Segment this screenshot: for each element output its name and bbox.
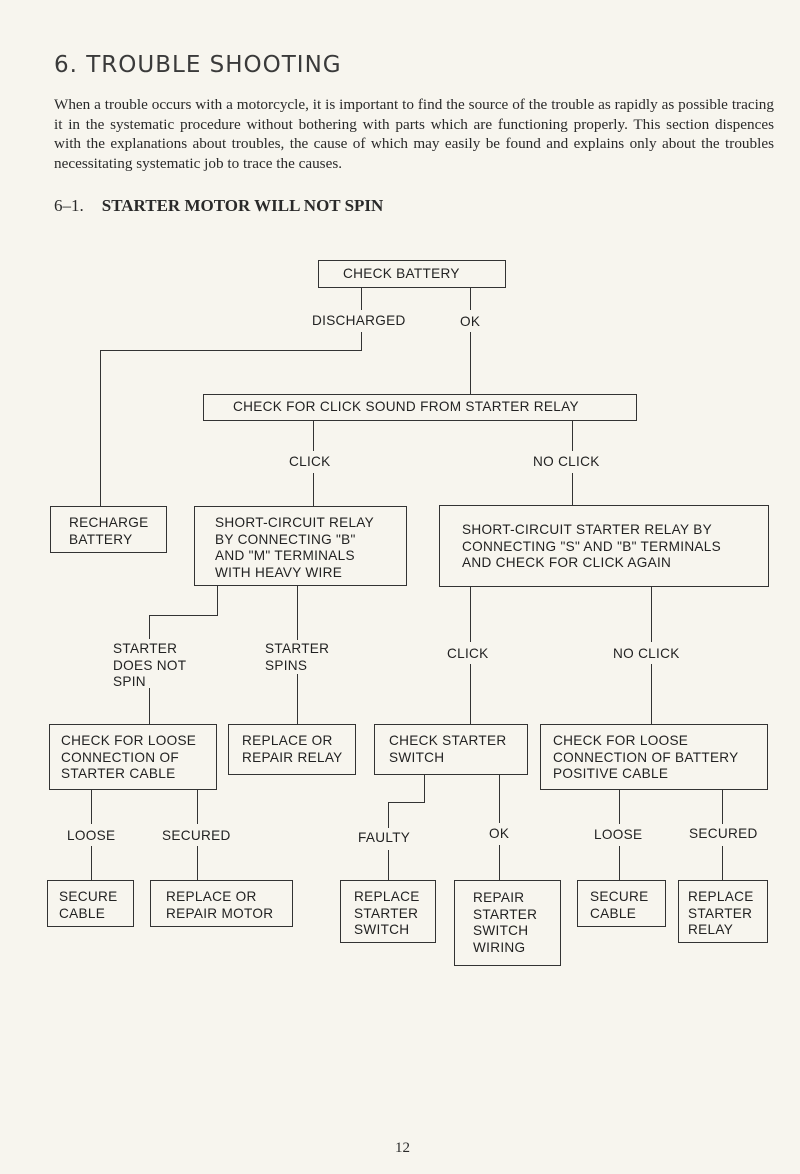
connector-line xyxy=(100,350,102,506)
connector-line xyxy=(197,790,199,824)
connector-line xyxy=(499,845,501,880)
discharged-label: DISCHARGED xyxy=(312,313,406,328)
connector-line xyxy=(572,421,574,451)
connector-line xyxy=(361,332,363,350)
connector-line xyxy=(424,775,426,803)
connector-line xyxy=(91,846,93,880)
section-title: STARTER MOTOR WILL NOT SPIN xyxy=(101,196,384,215)
connector-line xyxy=(297,674,299,724)
connector-line xyxy=(313,421,315,451)
check-starter-cable-box: CHECK FOR LOOSE CONNECTION OF STARTER CA… xyxy=(49,724,217,790)
connector-line xyxy=(313,473,315,506)
short-circuit-starter-relay-box: SHORT-CIRCUIT STARTER RELAY BY CONNECTIN… xyxy=(439,505,769,587)
secured-label-1: SECURED xyxy=(162,828,231,843)
replace-repair-relay-box: REPLACE OR REPAIR RELAY xyxy=(228,724,356,775)
section-number: 6–1. xyxy=(54,196,84,215)
click-label-1: CLICK xyxy=(289,454,331,469)
no-click-label-1: NO CLICK xyxy=(533,454,600,469)
ok-label-1: OK xyxy=(460,314,481,329)
replace-repair-motor-box: REPLACE OR REPAIR MOTOR xyxy=(150,880,293,927)
replace-starter-switch-box: REPLACE STARTER SWITCH xyxy=(340,880,436,943)
check-battery-cable-box: CHECK FOR LOOSE CONNECTION OF BATTERY PO… xyxy=(540,724,768,790)
check-click-sound-box: CHECK FOR CLICK SOUND FROM STARTER RELAY xyxy=(203,394,637,421)
connector-line xyxy=(470,288,472,310)
repair-switch-wiring-box: REPAIR STARTER SWITCH WIRING xyxy=(454,880,561,966)
page-number: 12 xyxy=(395,1140,410,1156)
starter-does-not-spin-label: STARTER DOES NOT SPIN xyxy=(113,641,187,689)
connector-line xyxy=(722,790,724,824)
recharge-battery-box: RECHARGE BATTERY xyxy=(50,506,167,553)
connector-line xyxy=(361,288,363,310)
section-heading: 6–1. STARTER MOTOR WILL NOT SPIN xyxy=(54,196,383,216)
connector-line xyxy=(619,790,621,824)
connector-line xyxy=(388,850,390,880)
connector-line xyxy=(499,775,501,823)
click-label-2: CLICK xyxy=(447,646,489,661)
check-starter-switch-box: CHECK STARTER SWITCH xyxy=(374,724,528,775)
loose-label-2: LOOSE xyxy=(594,827,643,842)
connector-line xyxy=(149,615,218,617)
connector-line xyxy=(388,802,425,804)
faulty-label: FAULTY xyxy=(358,830,411,845)
starter-spins-label: STARTER SPINS xyxy=(265,641,330,673)
connector-line xyxy=(572,473,574,505)
connector-line xyxy=(470,332,472,394)
connector-line xyxy=(149,688,151,724)
secured-label-2: SECURED xyxy=(689,826,758,841)
short-circuit-relay-box: SHORT-CIRCUIT RELAY BY CONNECTING "B" AN… xyxy=(194,506,407,586)
no-click-label-2: NO CLICK xyxy=(613,646,680,661)
connector-line xyxy=(470,664,472,724)
connector-line xyxy=(297,586,299,640)
ok-label-2: OK xyxy=(489,826,510,841)
connector-line xyxy=(91,790,93,824)
connector-line xyxy=(217,586,219,616)
connector-line xyxy=(651,587,653,642)
replace-starter-relay-box: REPLACE STARTER RELAY xyxy=(678,880,768,943)
check-battery-box: CHECK BATTERY xyxy=(318,260,506,288)
connector-line xyxy=(651,664,653,724)
intro-paragraph: When a trouble occurs with a motorcycle,… xyxy=(54,96,774,172)
connector-line xyxy=(470,587,472,642)
connector-line xyxy=(388,802,390,828)
connector-line xyxy=(619,846,621,880)
connector-line xyxy=(722,846,724,880)
secure-cable-box-1: SECURE CABLE xyxy=(47,880,134,927)
secure-cable-box-2: SECURE CABLE xyxy=(577,880,666,927)
loose-label-1: LOOSE xyxy=(67,828,116,843)
connector-line xyxy=(100,350,362,352)
page-title: 6. TROUBLE SHOOTING xyxy=(54,52,342,78)
connector-line xyxy=(197,846,199,880)
connector-line xyxy=(149,615,151,639)
